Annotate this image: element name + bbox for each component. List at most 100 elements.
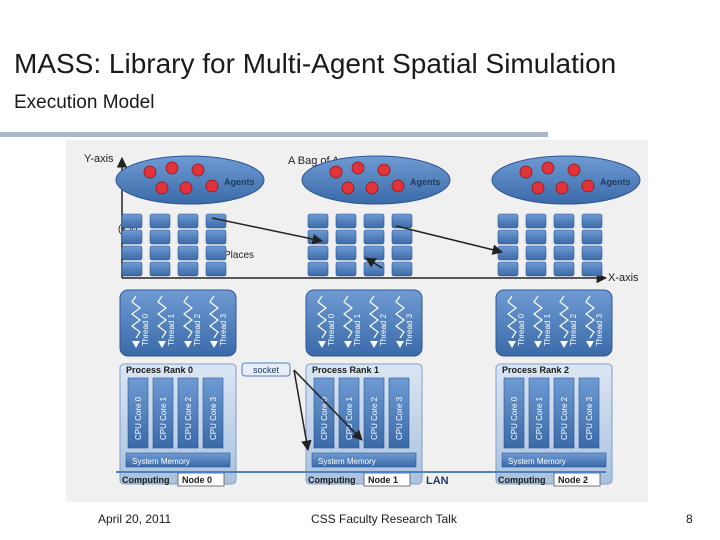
thread-label: Thread 2 [193,313,202,346]
system-memory-label: System Memory [318,457,376,466]
place-cell [149,261,171,277]
place-cell [177,245,199,261]
agents-label: Agents [224,177,255,187]
place-cell [391,245,413,261]
place-cell [391,229,413,245]
thread-wave [317,295,327,339]
agents-label: Agents [410,177,441,187]
thread-arrowhead [344,341,352,348]
agent [179,181,193,195]
agent [555,181,569,195]
cpu-core [152,377,174,449]
place-cell [581,213,603,229]
socket-label: socket [253,365,280,375]
slide-subtitle: Execution Model [14,92,155,113]
places-label: Places [224,250,254,261]
place-cell [581,229,603,245]
cpu-core [363,377,385,449]
process-rank-label: Process Rank 0 [126,365,193,375]
thread-arrowhead [534,341,542,348]
place-cell [525,229,547,245]
thread-arrowhead [210,341,218,348]
socket-box [241,362,291,377]
place-cell [553,261,575,277]
migration-arrow [395,225,504,255]
place-cell [581,245,603,261]
computing-label: Computing [498,475,546,485]
coordinate-label: (x,y) [118,224,137,235]
footer-date: April 20, 2011 [98,512,172,526]
agents-label: Agents [600,177,631,187]
thread-wave [209,295,219,339]
place-cell [149,213,171,229]
thread-group [305,289,423,357]
agent [531,181,545,195]
node-label: Node 2 [558,475,588,485]
cpu-core-label: CPU Core 3 [209,396,218,440]
thread-arrowhead [318,341,326,348]
place-cell [149,245,171,261]
agent [341,181,355,195]
place-cell [391,213,413,229]
cpu-core [553,377,575,449]
place-cell [205,245,227,261]
agent [391,179,405,193]
thread-wave [585,295,595,339]
place-cell [363,213,385,229]
process-rank-label: Process Rank 1 [312,365,379,375]
cpu-core [578,377,600,449]
place-cell [581,261,603,277]
node-label: Node 1 [368,475,398,485]
thread-label: Thread 0 [141,313,150,346]
thread-wave [343,295,353,339]
agent [329,165,343,179]
agent [165,161,179,175]
title-divider [0,132,548,137]
thread-label: Thread 2 [569,313,578,346]
place-cell [553,213,575,229]
place-cell [497,229,519,245]
place-cell [177,213,199,229]
thread-wave [131,295,141,339]
place-cell [363,229,385,245]
thread-arrowhead [184,341,192,348]
place-cell [391,261,413,277]
cpu-core-label: CPU Core 0 [510,396,519,440]
cpu-core-label: CPU Core 0 [134,396,143,440]
agent-bags: Agents Agents Agents [115,155,641,205]
place-cell [205,261,227,277]
agent [377,163,391,177]
cpu-core-label: CPU Core 2 [370,396,379,440]
computing-label: Computing [308,475,356,485]
place-cell [149,229,171,245]
system-memory [311,452,417,468]
place-cell [497,213,519,229]
agent [205,179,219,193]
process-rank-label: Process Rank 2 [502,365,569,375]
cpu-core-label: CPU Core 2 [560,396,569,440]
agent [351,161,365,175]
cpu-core [388,377,410,449]
thread-wave [507,295,517,339]
y-axis-label: Y-axis [84,153,114,165]
thread-label: Thread 0 [327,313,336,346]
thread-arrowhead [560,341,568,348]
place-cell [307,245,329,261]
slide-title: MASS: Library for Multi-Agent Spatial Si… [14,48,617,79]
socket-arrow [293,369,363,441]
node-label: Node 0 [182,475,212,485]
cpu-core [177,377,199,449]
lan-label: LAN [426,475,449,487]
place-cell [307,261,329,277]
cpu-core-label: CPU Core 0 [320,396,329,440]
execution-model-figure: Y-axis X-axis A Bag of Agents (x,y) Plac… [66,140,648,502]
cpu-core [202,377,224,449]
cpu-core [127,377,149,449]
thread-arrowhead [370,341,378,348]
cpu-core-label: CPU Core 1 [345,396,354,440]
cpu-core [528,377,550,449]
thread-arrowhead [132,341,140,348]
agent [365,181,379,195]
migration-arrow [365,257,383,269]
place-cell [177,229,199,245]
